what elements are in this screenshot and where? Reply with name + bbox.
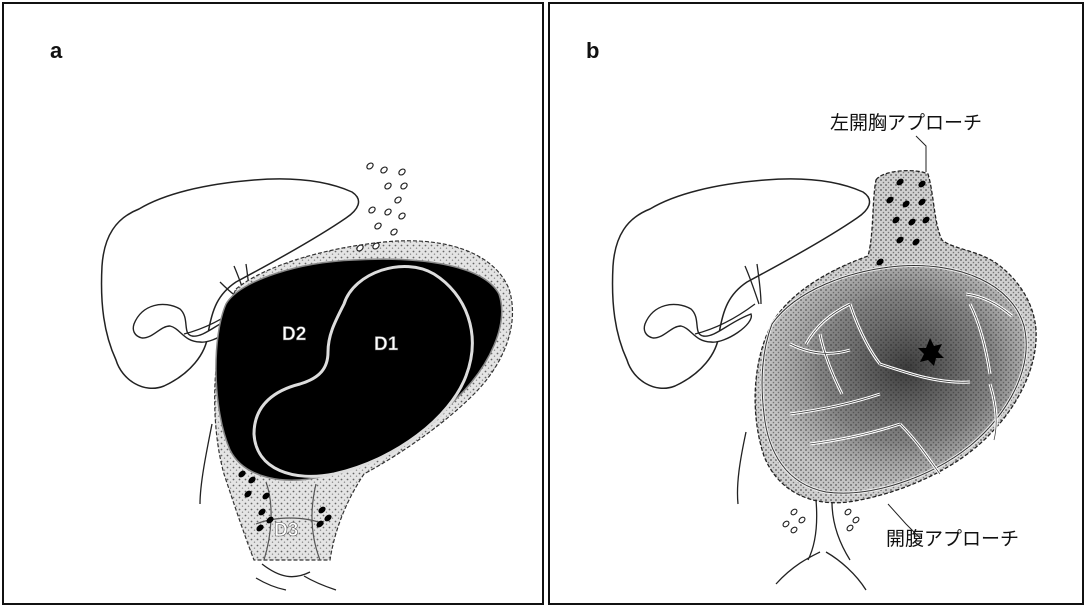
region-d2-label: D2 xyxy=(282,324,306,345)
abdominal-approach-label: 開腹アプローチ xyxy=(886,524,1019,551)
lymph-nodes-open xyxy=(356,162,409,252)
region-d1-label: D1 xyxy=(374,334,399,355)
region-d3-label: D3 xyxy=(274,520,298,541)
leader-line-upper xyxy=(916,136,926,172)
panel-b: b xyxy=(548,2,1084,605)
panel-a-diagram: D2 D1 D3 xyxy=(4,4,542,603)
panel-a: a xyxy=(2,2,544,605)
thoracic-approach-label: 左開胸アプローチ xyxy=(830,108,982,135)
lymph-nodes-open xyxy=(782,508,860,534)
panel-b-diagram xyxy=(550,4,1082,603)
